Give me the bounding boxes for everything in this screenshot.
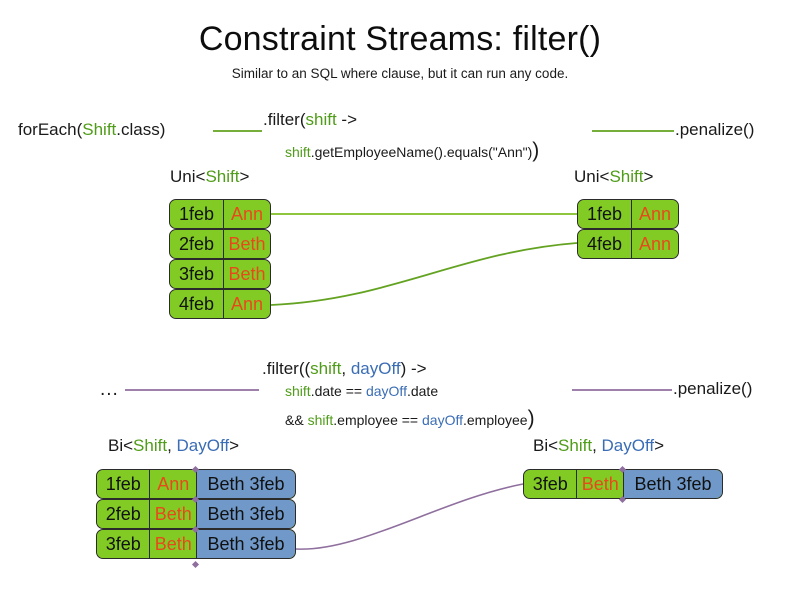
uni-filter-param: shift <box>305 110 337 129</box>
bi-line3-param1: shift <box>307 412 334 428</box>
uni-filter-line2: shift.getEmployeeName().equals("Ann")) <box>285 139 539 163</box>
bi-output-card-1[interactable]: 3feb Beth Beth 3feb <box>523 469 723 499</box>
bi-filter-param2: dayOff <box>350 359 401 378</box>
bi-line2-tail: .date <box>406 383 439 399</box>
bi-source-ellipsis: ... <box>100 379 119 400</box>
uni-in-suffix: > <box>239 167 250 186</box>
uni-filter-line1: .filter(shift -> <box>263 110 357 130</box>
bi-input-stream-label: Bi<Shift, DayOff> <box>108 436 239 456</box>
card-name: Beth <box>224 260 270 288</box>
connector-bi-match <box>295 483 524 550</box>
card-date: 4feb <box>578 230 632 258</box>
bi-out-prefix: Bi< <box>533 436 559 455</box>
bi-filter-prefix: .filter(( <box>262 359 311 378</box>
bi-output-stream-label: Bi<Shift, DayOff> <box>533 436 664 456</box>
uni-out-prefix: Uni< <box>574 167 610 186</box>
card-name: Beth <box>150 530 196 558</box>
bi-in-prefix: Bi< <box>108 436 134 455</box>
bi-in-type2: DayOff <box>176 436 230 455</box>
card-name: Ann <box>632 200 678 228</box>
foreach-suffix: .class) <box>116 120 166 139</box>
bi-line3-mid: .employee == <box>333 412 422 428</box>
card-date: 4feb <box>170 290 224 318</box>
card-name: Beth <box>150 500 196 528</box>
bi-line2-mid: .date == <box>310 383 366 399</box>
bi-filter-close-paren: ) <box>527 407 535 430</box>
card-date: 3feb <box>170 260 224 288</box>
bi-penalize-label: .penalize() <box>673 379 753 398</box>
bi-filter-line2: shift.date == dayOff.date <box>285 383 438 399</box>
connector-shift-4feb <box>270 242 578 306</box>
uni-penalize-label: .penalize() <box>675 120 755 139</box>
card-name: Ann <box>632 230 678 258</box>
card-date: 1feb <box>170 200 224 228</box>
foreach-prefix: forEach( <box>18 120 83 139</box>
bi-out-type1: Shift <box>558 436 593 455</box>
card-date: 1feb <box>97 470 151 498</box>
bi-line3-op: && <box>285 412 308 428</box>
uni-filter-close-paren: ) <box>532 139 540 162</box>
uni-filter-prefix: .filter( <box>263 110 306 129</box>
uni-output-card-1[interactable]: 1feb Ann <box>577 199 679 229</box>
bi-filter-line3: && shift.employee == dayOff.employee) <box>285 407 535 431</box>
join-marker-icon <box>191 560 200 569</box>
bi-input-card-1[interactable]: 1feb Ann Beth 3feb <box>96 469 296 499</box>
uni-input-card-2[interactable]: 2feb Beth <box>169 229 271 259</box>
uni-output-stream-label: Uni<Shift> <box>574 167 653 187</box>
card-date: 3feb <box>524 470 578 498</box>
bi-out-type2: DayOff <box>601 436 655 455</box>
uni-in-prefix: Uni< <box>170 167 206 186</box>
bi-in-type1: Shift <box>133 436 168 455</box>
uni-input-stream-label: Uni<Shift> <box>170 167 249 187</box>
card-dayoff: Beth 3feb <box>196 530 295 558</box>
bi-filter-line1: .filter((shift, dayOff) -> <box>262 359 427 379</box>
foreach-label: forEach(Shift.class) <box>18 120 165 140</box>
uni-input-card-1[interactable]: 1feb Ann <box>169 199 271 229</box>
uni-filter-arrow: -> <box>336 110 357 129</box>
bi-line2-param2: dayOff <box>365 383 407 399</box>
bi-line3-tail: .employee <box>463 412 528 428</box>
card-dayoff: Beth 3feb <box>196 470 295 498</box>
uni-input-card-4[interactable]: 4feb Ann <box>169 289 271 319</box>
bi-line3-param2: dayOff <box>422 412 463 428</box>
foreach-type: Shift <box>82 120 117 139</box>
page-title: Constraint Streams: filter() <box>198 20 602 58</box>
card-date: 2feb <box>97 500 151 528</box>
bi-in-comma: , <box>167 436 177 455</box>
card-date: 1feb <box>578 200 632 228</box>
uni-out-suffix: > <box>643 167 654 186</box>
uni-out-type: Shift <box>609 167 644 186</box>
card-name: Ann <box>224 200 270 228</box>
bi-filter-comma: , <box>341 359 351 378</box>
bi-filter-param1: shift <box>310 359 342 378</box>
uni-in-type: Shift <box>205 167 240 186</box>
bi-line2-param1: shift <box>285 383 311 399</box>
bi-in-suffix: > <box>229 436 240 455</box>
bi-out-suffix: > <box>654 436 665 455</box>
uni-input-card-3[interactable]: 3feb Beth <box>169 259 271 289</box>
uni-filter-param2: shift <box>285 144 311 160</box>
bi-filter-arrow: ) -> <box>400 359 427 378</box>
card-name: Beth <box>224 230 270 258</box>
uni-filter-body: .getEmployeeName().equals("Ann") <box>310 144 533 160</box>
bi-out-comma: , <box>592 436 602 455</box>
card-name: Ann <box>150 470 196 498</box>
card-dayoff: Beth 3feb <box>196 500 295 528</box>
card-name: Ann <box>224 290 270 318</box>
page-subtitle: Similar to an SQL where clause, but it c… <box>231 66 569 81</box>
bi-input-card-2[interactable]: 2feb Beth Beth 3feb <box>96 499 296 529</box>
card-date: 3feb <box>97 530 151 558</box>
card-name: Beth <box>577 470 623 498</box>
uni-output-card-2[interactable]: 4feb Ann <box>577 229 679 259</box>
bi-input-card-3[interactable]: 3feb Beth Beth 3feb <box>96 529 296 559</box>
card-date: 2feb <box>170 230 224 258</box>
card-dayoff: Beth 3feb <box>623 470 722 498</box>
